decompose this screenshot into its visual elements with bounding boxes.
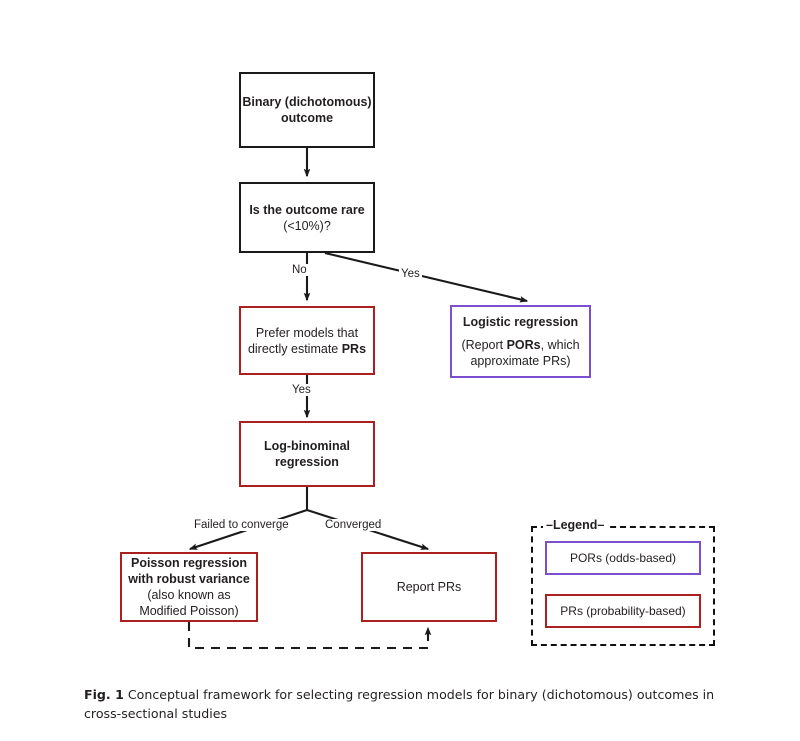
node-poisson-line1: Poisson regression [130, 556, 247, 570]
edge-label-yes-logistic: Yes [399, 268, 422, 280]
node-binary-outcome[interactable]: Binary (dichotomous) outcome [239, 72, 375, 148]
legend-item-prs[interactable]: PRs (probability-based) [545, 594, 701, 628]
node-logistic-regression-line2c: , which [540, 338, 580, 352]
legend-item-prs-label: PRs (probability-based) [560, 604, 686, 618]
figure-caption-label: Fig. 1 [84, 687, 124, 702]
node-log-binominal-regression[interactable]: Log-binominal regression [239, 421, 375, 487]
node-report-prs-label: Report PRs [396, 580, 462, 594]
node-prefer-models-line2-text: directly estimate [247, 341, 342, 356]
node-prefer-models-prs: PRs [341, 341, 367, 356]
node-logistic-regression[interactable]: Logistic regression (Report PORs, which … [450, 305, 591, 378]
edge-label-failed-to-converge: Failed to converge [192, 519, 291, 531]
legend-box [531, 526, 715, 646]
node-poisson-line2: with robust variance [128, 572, 250, 586]
node-binary-outcome-line1: Binary (dichotomous) [242, 95, 372, 109]
node-prefer-models-line1: Prefer models that [255, 325, 359, 340]
node-poisson-line4: Modified Poisson) [139, 604, 239, 618]
node-binary-outcome-line2: outcome [280, 111, 334, 125]
figure-caption: Fig. 1 Conceptual framework for selectin… [84, 686, 744, 724]
node-poisson-line3: (also known as [147, 588, 231, 602]
node-logistic-regression-pors: PORs [506, 338, 541, 352]
node-prefer-models[interactable]: Prefer models that directly estimate PRs [239, 306, 375, 375]
legend-title: –Legend– [543, 518, 608, 532]
node-log-binominal-line1: Log-binominal [263, 439, 351, 453]
edge-label-converged: Converged [323, 519, 384, 531]
node-poisson-regression[interactable]: Poisson regression with robust variance … [120, 552, 258, 622]
node-is-outcome-rare[interactable]: Is the outcome rare (<10%)? [239, 182, 375, 253]
node-is-outcome-rare-line1: Is the outcome rare [249, 202, 365, 217]
node-is-outcome-rare-line2: (<10%)? [283, 218, 331, 233]
legend-item-pors-label: PORs (odds-based) [569, 551, 677, 565]
node-logistic-regression-line3: approximate PRs) [470, 354, 571, 368]
edge-label-no: No [290, 264, 309, 276]
connector-poisson-feedback-dashed [187, 622, 432, 650]
edge-label-yes-logbinomial: Yes [290, 384, 313, 396]
node-prefer-models-line2: directly estimate PRs [248, 341, 366, 357]
node-logistic-regression-line2: (Report PORs, which [461, 337, 579, 353]
node-logistic-regression-title: Logistic regression [462, 315, 579, 329]
node-logistic-regression-line2a: (Report [461, 338, 507, 352]
connector-rare-to-logistic [324, 251, 529, 303]
figure-caption-text: Conceptual framework for selecting regre… [84, 687, 715, 721]
node-log-binominal-line2: regression [275, 455, 339, 469]
legend-item-pors[interactable]: PORs (odds-based) [545, 541, 701, 575]
node-report-prs[interactable]: Report PRs [361, 552, 497, 622]
